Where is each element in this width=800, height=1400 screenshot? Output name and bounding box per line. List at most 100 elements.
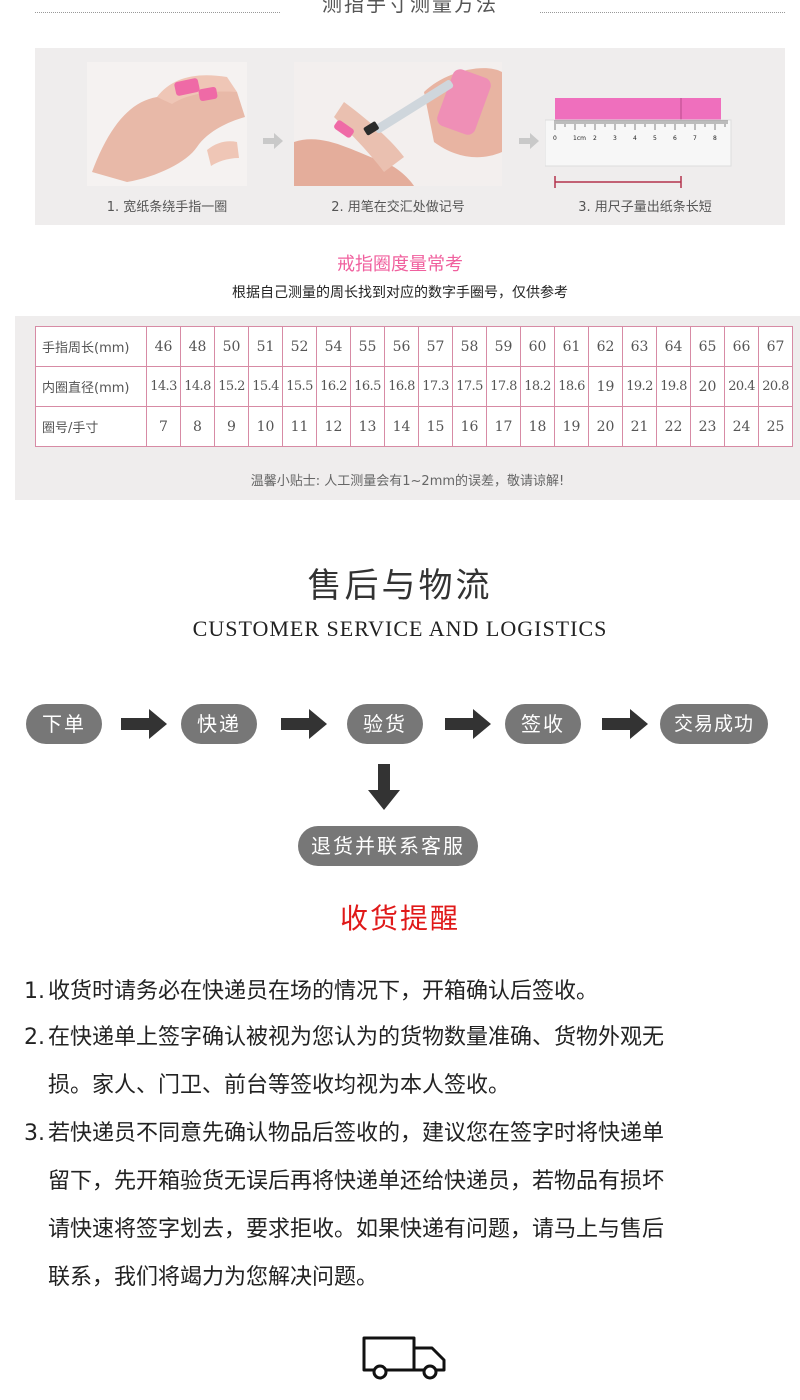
size-cell: 50: [214, 326, 249, 367]
size-cell: 15: [418, 406, 453, 447]
size-cell: 15.2: [214, 366, 249, 407]
size-cell: 25: [758, 406, 793, 447]
item-text: 收货时请务必在快递员在场的情况下，开箱确认后签收。: [48, 979, 599, 1004]
size-cell: 46: [146, 326, 181, 367]
size-cell: 8: [180, 406, 215, 447]
row-label: 圈号/手寸: [35, 406, 147, 447]
size-cell: 16.8: [384, 366, 419, 407]
size-cell: 63: [622, 326, 657, 367]
ruler-label: 0: [553, 135, 557, 142]
size-cell: 18.2: [520, 366, 555, 407]
flow-step-sign: 签收: [505, 704, 581, 744]
item-text: 联系，我们将竭力为您解决问题。: [48, 1265, 379, 1290]
size-cell: 14.3: [146, 366, 181, 407]
arrow-right-icon: [602, 709, 648, 739]
size-cell: 14: [384, 406, 419, 447]
size-cell: 20: [690, 366, 725, 407]
reminder-title: 收货提醒: [339, 902, 460, 935]
size-cell: 15.5: [282, 366, 317, 407]
step-2-photo: [294, 62, 502, 186]
ruler-label: 4: [633, 135, 637, 142]
size-cell: 55: [350, 326, 385, 367]
reminder-item-2: 2.在快递单上签字确认被视为您认为的货物数量准确、货物外观无 损。家人、门卫、前…: [24, 1014, 784, 1110]
size-cell: 18.6: [554, 366, 589, 407]
measure-header: 测指手寸测量方法: [35, 0, 785, 48]
size-cell: 48: [180, 326, 215, 367]
ruler-label: 2: [593, 135, 597, 142]
step-caption: 1. 宽纸条绕手指一圈: [106, 200, 228, 215]
return-contact-button: 退货并联系客服: [298, 826, 478, 866]
arrow-down-icon: [368, 764, 400, 810]
size-cell: 12: [316, 406, 351, 447]
size-cell: 17.8: [486, 366, 521, 407]
size-cell: 17.3: [418, 366, 453, 407]
size-cell: 56: [384, 326, 419, 367]
size-cell: 19: [554, 406, 589, 447]
item-text: 若快递员不同意先确认物品后签收的，建议您在签字时将快递单: [48, 1121, 665, 1146]
size-cell: 52: [282, 326, 317, 367]
item-text: 请快速将签字划去，要求拒收。如果快递有问题，请马上与售后: [48, 1217, 665, 1242]
ring-size-subtitle: 根据自己测量的周长找到对应的数字手圈号，仅供参考: [232, 285, 568, 301]
step-caption: 3. 用尺子量出纸条长短: [578, 200, 712, 215]
item-text: 留下，先开箱验货无误后再将快递单还给快递员，若物品有损坏: [48, 1169, 665, 1194]
ruler-label: 3: [613, 135, 617, 142]
size-cell: 7: [146, 406, 181, 447]
size-cell: 62: [588, 326, 623, 367]
measure-tip: 温馨小贴士: 人工测量会有1~2mm的误差，敬请谅解!: [250, 474, 565, 489]
after-sales-title: 售后与物流: [307, 566, 493, 606]
size-cell: 60: [520, 326, 555, 367]
size-cell: 13: [350, 406, 385, 447]
size-cell: 67: [758, 326, 793, 367]
arrow-right-icon: [121, 709, 167, 739]
size-cell: 57: [418, 326, 453, 367]
ruler-label: 8: [713, 135, 717, 142]
step-caption: 2. 用笔在交汇处做记号: [331, 200, 465, 215]
item-number: 2.: [24, 1025, 45, 1050]
size-cell: 19.8: [656, 366, 691, 407]
size-cell: 15.4: [248, 366, 283, 407]
flow-step-delivery: 快递: [181, 704, 257, 744]
measure-section: 测指手寸测量方法 1. 宽纸条绕手指一圈 2. 用笔在交汇处做记号: [35, 0, 785, 225]
hand-paper-wrap-image: [87, 62, 247, 186]
size-cell: 20.4: [724, 366, 759, 407]
size-cell: 64: [656, 326, 691, 367]
item-text: 损。家人、门卫、前台等签收均视为本人签收。: [48, 1073, 511, 1098]
size-cell: 17: [486, 406, 521, 447]
reminder-item-3: 3.若快递员不同意先确认物品后签收的，建议您在签字时将快递单 留下，先开箱验货无…: [24, 1110, 784, 1302]
item-number: 3.: [24, 1121, 45, 1146]
size-cell: 51: [248, 326, 283, 367]
item-text: 在快递单上签字确认被视为您认为的货物数量准确、货物外观无: [48, 1025, 665, 1050]
size-cell: 11: [282, 406, 317, 447]
pen-marking-image: [294, 62, 502, 186]
size-cell: 24: [724, 406, 759, 447]
size-cell: 16.5: [350, 366, 385, 407]
ring-size-title: 戒指圈度量常考: [337, 254, 463, 275]
flow-step-inspect: 验货: [347, 704, 423, 744]
divider: [35, 12, 280, 13]
item-number: 1.: [24, 979, 45, 1004]
size-cell: 19.2: [622, 366, 657, 407]
ruler-ticks: [554, 120, 728, 130]
row-label: 内圈直径(mm): [35, 366, 147, 407]
size-cell: 66: [724, 326, 759, 367]
reminder-item-1: 1.收货时请务必在快递员在场的情况下，开箱确认后签收。: [24, 968, 784, 1016]
size-cell: 16.2: [316, 366, 351, 407]
size-cell: 65: [690, 326, 725, 367]
size-cell: 22: [656, 406, 691, 447]
ruler-label: 5: [653, 135, 657, 142]
size-cell: 16: [452, 406, 487, 447]
size-cell: 17.5: [452, 366, 487, 407]
size-cell: 54: [316, 326, 351, 367]
flow-step-order: 下单: [26, 704, 102, 744]
size-cell: 19: [588, 366, 623, 407]
size-cell: 59: [486, 326, 521, 367]
ruler-label: 1cm: [573, 135, 586, 142]
size-cell: 20: [588, 406, 623, 447]
